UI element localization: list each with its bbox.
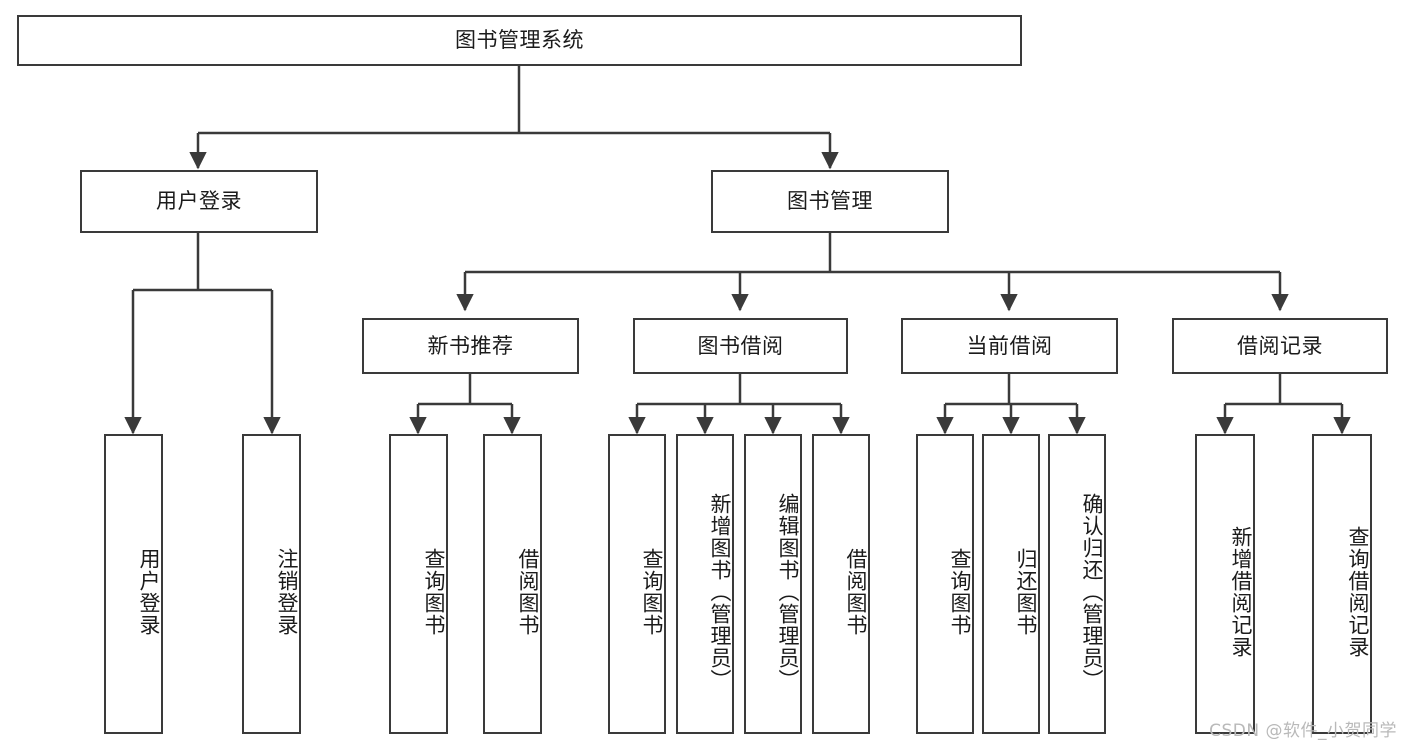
node-leaf-user-login-label: 用户登录 bbox=[137, 548, 161, 636]
node-leaf-return-book[interactable]: 归还图书 bbox=[982, 434, 1040, 734]
node-leaf-add-record-label: 新增借阅记录 bbox=[1229, 526, 1253, 658]
node-leaf-query-book-1-label: 查询图书 bbox=[422, 548, 446, 636]
node-leaf-query-book-1[interactable]: 查询图书 bbox=[389, 434, 448, 734]
node-leaf-query-record[interactable]: 查询借阅记录 bbox=[1312, 434, 1372, 734]
node-leaf-borrow-book-1[interactable]: 借阅图书 bbox=[483, 434, 542, 734]
node-leaf-borrow-book-2-label: 借阅图书 bbox=[844, 548, 868, 636]
node-leaf-add-record[interactable]: 新增借阅记录 bbox=[1195, 434, 1255, 734]
node-leaf-user-login[interactable]: 用户登录 bbox=[104, 434, 163, 734]
node-borrow-record[interactable]: 借阅记录 bbox=[1172, 318, 1388, 374]
node-leaf-query-book-2-label: 查询图书 bbox=[640, 548, 664, 636]
node-leaf-logout-label: 注销登录 bbox=[275, 548, 299, 636]
node-book-borrow[interactable]: 图书借阅 bbox=[633, 318, 848, 374]
node-root[interactable]: 图书管理系统 bbox=[17, 15, 1022, 66]
node-new-book-rec[interactable]: 新书推荐 bbox=[362, 318, 579, 374]
node-book-manage[interactable]: 图书管理 bbox=[711, 170, 949, 233]
node-leaf-add-book-label: 新增图书（管理员） bbox=[708, 493, 732, 691]
node-user-login[interactable]: 用户登录 bbox=[80, 170, 318, 233]
node-leaf-edit-book-label: 编辑图书（管理员） bbox=[776, 493, 800, 691]
node-user-login-label: 用户登录 bbox=[156, 189, 242, 214]
node-book-borrow-label: 图书借阅 bbox=[697, 333, 784, 358]
node-current-borrow-label: 当前借阅 bbox=[966, 333, 1053, 358]
node-current-borrow[interactable]: 当前借阅 bbox=[901, 318, 1118, 374]
node-leaf-confirm-return-label: 确认归还（管理员） bbox=[1080, 493, 1104, 691]
node-leaf-query-record-label: 查询借阅记录 bbox=[1346, 526, 1370, 658]
node-leaf-query-book-2[interactable]: 查询图书 bbox=[608, 434, 666, 734]
node-leaf-query-book-3-label: 查询图书 bbox=[948, 548, 972, 636]
node-leaf-add-book[interactable]: 新增图书（管理员） bbox=[676, 434, 734, 734]
node-leaf-logout[interactable]: 注销登录 bbox=[242, 434, 301, 734]
node-borrow-record-label: 借阅记录 bbox=[1237, 333, 1323, 358]
node-root-label: 图书管理系统 bbox=[455, 28, 584, 53]
node-leaf-query-book-3[interactable]: 查询图书 bbox=[916, 434, 974, 734]
node-leaf-borrow-book-1-label: 借阅图书 bbox=[516, 548, 540, 636]
node-leaf-edit-book[interactable]: 编辑图书（管理员） bbox=[744, 434, 802, 734]
node-leaf-borrow-book-2[interactable]: 借阅图书 bbox=[812, 434, 870, 734]
node-book-manage-label: 图书管理 bbox=[787, 189, 873, 214]
node-leaf-return-book-label: 归还图书 bbox=[1014, 548, 1038, 636]
node-leaf-confirm-return[interactable]: 确认归还（管理员） bbox=[1048, 434, 1106, 734]
node-new-book-rec-label: 新书推荐 bbox=[427, 333, 514, 358]
csdn-watermark: CSDN @软件_小贺同学 bbox=[1209, 721, 1397, 741]
